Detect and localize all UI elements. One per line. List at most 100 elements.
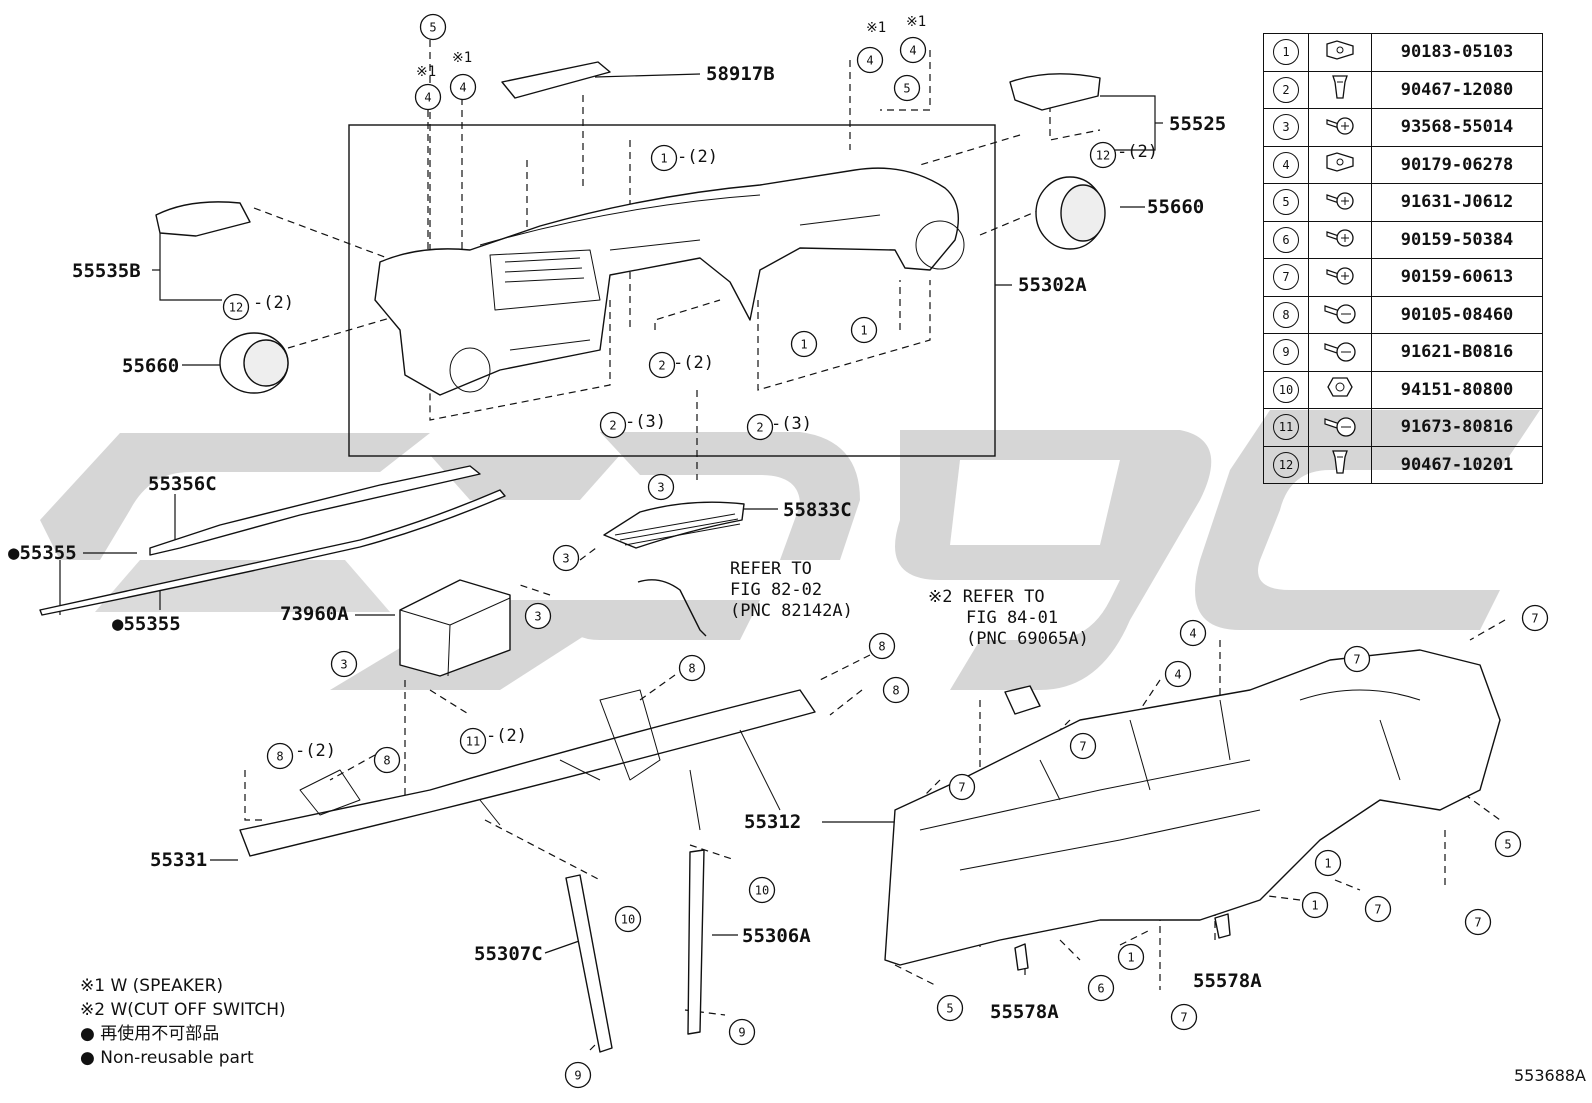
callout-circle: 1 <box>1314 849 1342 877</box>
callout-number: 9 <box>574 1069 581 1083</box>
sketch-55355-strip <box>39 489 506 616</box>
callout-ring <box>449 73 477 101</box>
fastener-ref: 3 <box>1263 108 1309 147</box>
callout-number: 1 <box>1127 951 1134 965</box>
push-clip-icon <box>1308 70 1372 109</box>
callout-number: 2 <box>609 419 616 433</box>
label-55307C: 55307C <box>474 943 543 965</box>
screw-icon <box>1308 183 1372 222</box>
callout-number: 5 <box>1504 838 1511 852</box>
sketch-55535B <box>155 201 251 237</box>
label-58917B: 58917B <box>706 63 775 85</box>
part-labels: 58917B 55525 55660 55302A 55535B 55660 5… <box>8 63 1262 1023</box>
screw-icon <box>1308 108 1372 147</box>
label-55355-upper: ●55355 <box>8 542 77 564</box>
push-clip-icon <box>1308 445 1372 484</box>
callout-circle: 3 <box>552 544 580 572</box>
callout-ring <box>1164 660 1192 688</box>
fastener-ref: 12 <box>1263 445 1309 484</box>
callout-number: 7 <box>958 781 965 795</box>
label-55356C: 55356C <box>148 473 217 495</box>
callout-number: 3 <box>657 481 664 495</box>
callout-number: 4 <box>866 54 873 68</box>
callout-circle: 5 <box>893 74 921 102</box>
callout-ring <box>1117 943 1145 971</box>
callout-ring <box>599 411 627 439</box>
svg-text:※1: ※1 <box>452 50 472 66</box>
legend-speaker: ※1 W (SPEAKER) <box>80 976 224 996</box>
callout-ring <box>1087 974 1115 1002</box>
callout-circle: 4 <box>414 83 442 111</box>
callout-circle: 7 <box>1170 1003 1198 1031</box>
callout-circle: 12 <box>1089 141 1117 169</box>
svg-text:-(2): -(2) <box>253 293 294 313</box>
callout-number: 4 <box>909 44 916 58</box>
callout-circle: 1 <box>1117 943 1145 971</box>
callout-ring <box>330 650 358 678</box>
reference-note-84-01: ※2 REFER TO FIG 84-01 (PNC 69065A) <box>928 587 1089 649</box>
fastener-part-number: 91673-80816 <box>1371 408 1543 447</box>
callout-circle: 4 <box>899 36 927 64</box>
callout-ring <box>1521 604 1549 632</box>
callout-number: 4 <box>1174 668 1181 682</box>
callout-circle: 8 <box>868 632 896 660</box>
callout-number: 8 <box>276 750 283 764</box>
callout-number: 10 <box>755 884 769 898</box>
callout-circle: 7 <box>1521 604 1549 632</box>
callout-number: 2 <box>658 359 665 373</box>
callout-number: 1 <box>860 324 867 338</box>
callout-circle: 2 <box>648 351 676 379</box>
callout-number: 7 <box>1353 653 1360 667</box>
callout-circle: 7 <box>1464 908 1492 936</box>
label-55578A-left: 55578A <box>990 1001 1059 1023</box>
callout-circle: 2 <box>599 411 627 439</box>
callout-ring <box>419 13 447 41</box>
callout-circle: 5 <box>936 994 964 1022</box>
callout-number: 7 <box>1531 612 1538 626</box>
callout-circle: 4 <box>1179 619 1207 647</box>
callout-circle: 10 <box>614 905 642 933</box>
fastener-ref: 10 <box>1263 370 1309 409</box>
callout-ring <box>266 742 294 770</box>
fastener-part-number: 90105-08460 <box>1371 295 1543 334</box>
callout-number: 7 <box>1180 1011 1187 1025</box>
callout-circle: 1 <box>650 144 678 172</box>
fastener-ref: 6 <box>1263 220 1309 259</box>
callout-circle: 7 <box>1364 895 1392 923</box>
sketch-55660-left <box>219 332 289 394</box>
sketch-55578A-left <box>1014 943 1029 971</box>
callout-number: 11 <box>466 735 480 749</box>
label-55302A: 55302A <box>1018 274 1087 296</box>
speaker-marks: ※1 ※1 ※1 ※1 <box>416 14 926 80</box>
callout-circle: 8 <box>373 746 401 774</box>
label-55578A-right: 55578A <box>1193 970 1262 992</box>
callout-ring <box>678 654 706 682</box>
callout-number: 5 <box>429 21 436 35</box>
callout-circle: 6 <box>1087 974 1115 1002</box>
label-55660-left: 55660 <box>122 355 179 377</box>
callout-number: 8 <box>878 640 885 654</box>
screw-icon <box>1308 258 1372 297</box>
svg-text:-(3): -(3) <box>625 412 666 432</box>
nut-icon <box>1308 370 1372 409</box>
bolt-icon <box>1308 295 1372 334</box>
sketch-55660-right <box>1035 176 1106 250</box>
svg-text:-(2): -(2) <box>1117 142 1158 162</box>
sketch-55307C <box>565 874 613 1053</box>
callout-number: 3 <box>340 658 347 672</box>
callout-number: 8 <box>383 754 390 768</box>
fastener-part-number: 90179-06278 <box>1371 145 1543 184</box>
callout-number: 8 <box>688 662 695 676</box>
callout-ring <box>893 74 921 102</box>
callout-ring <box>790 330 818 358</box>
svg-text:-(2): -(2) <box>486 726 527 746</box>
callout-ring <box>728 1018 756 1046</box>
callout-ring <box>650 144 678 172</box>
callout-circle: 3 <box>647 473 675 501</box>
